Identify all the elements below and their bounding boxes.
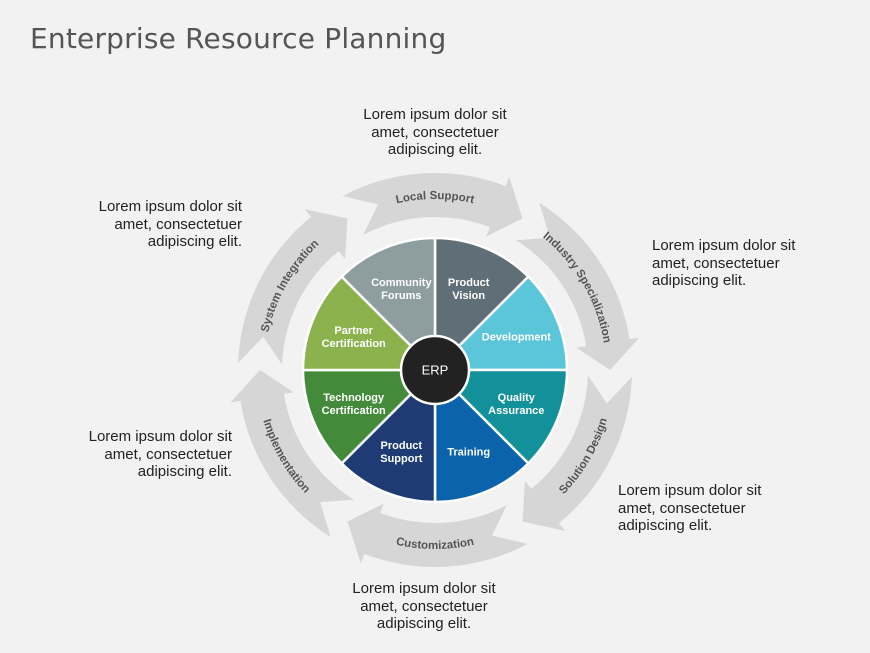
erp-hub-label: ERP [422,363,449,378]
note-line: Lorem ipsum dolor sit [98,198,242,215]
pie-segment [301,368,437,465]
erp-hub-circle [399,334,471,406]
note-line: adipiscing elit. [376,615,472,632]
pie-segment [433,236,530,372]
note-system-integration: Lorem ipsum dolor sit amet, consectetuer… [52,198,242,251]
pie-segment-label: Development [482,331,551,343]
ring-label-text: Local Support [395,190,476,206]
ring-arrow-segment [230,370,354,538]
pie-segment-label-line: Community [371,277,432,289]
ring-label-local-support: Local Support [395,190,476,206]
ring-arrow-segment [347,503,528,568]
pie-segment-label-line: Product [381,440,423,452]
note-line: Lorem ipsum dolor sit [352,580,496,597]
pie-segment-label-line: Partner [334,325,373,337]
note-line: amet, consectetuer [114,215,242,233]
pie-segment-label-line: Product [448,277,490,289]
pie-segment-label-line: Quality [498,392,536,404]
note-line: amet, consectetuer [618,499,746,517]
note-line: adipiscing elit. [652,272,747,289]
note-line: amet, consectetuer [104,445,232,463]
note-solution-design: Lorem ipsum dolor sit amet, consectetuer… [618,482,808,535]
note-line: amet, consectetuer [652,254,780,272]
pie-segment-label-line: Support [380,453,422,465]
note-line: Lorem ipsum dolor sit [88,428,232,445]
pie-segment-label-line: Certification [322,338,386,350]
note-implementation: Lorem ipsum dolor sit amet, consectetuer… [42,428,232,481]
pie-segment [433,368,569,465]
note-line: amet, consectetuer [360,597,488,615]
ring-arrow-segment [522,375,632,531]
note-line: amet, consectetuer [371,123,499,141]
pie-segment [433,275,569,372]
ring-label-text: Customization [395,536,475,552]
note-line: Lorem ipsum dolor sit [618,482,762,499]
pie-segment [340,368,437,504]
pie-segment-label-line: Development [482,331,551,343]
ring-label-customization: Customization [395,536,475,552]
note-line: adipiscing elit. [618,517,713,534]
ring-arrow-segment [238,209,348,365]
note-local-support: Lorem ipsum dolor sit amet, consectetuer… [340,106,530,159]
note-line: adipiscing elit. [147,233,242,250]
note-line: Lorem ipsum dolor sit [363,106,507,123]
pie-segment-label-line: Training [447,446,490,458]
note-industry-specialization: Lorem ipsum dolor sit amet, consectetuer… [652,237,842,290]
note-line: adipiscing elit. [387,141,483,158]
pie-segment-label-line: Forums [381,290,421,302]
pie-segment-label-line: Certification [322,405,386,417]
pie-segment [340,236,437,372]
note-customization: Lorem ipsum dolor sit amet, consectetuer… [329,580,519,633]
pie-segment-label-line: Assurance [488,405,544,417]
pie-segment-label: Training [447,446,490,458]
note-line: adipiscing elit. [137,463,232,480]
pie-segment-label-line: Technology [323,392,385,404]
pie-segment [301,275,437,372]
note-line: Lorem ipsum dolor sit [652,237,796,254]
pie-segment-label-line: Vision [452,290,485,302]
pie-segment [433,368,530,504]
ring-arrow-segment [342,173,523,237]
erp-hub: ERP [399,334,471,406]
page-title: Enterprise Resource Planning [30,22,447,55]
ring-arrow-segment [516,202,640,370]
